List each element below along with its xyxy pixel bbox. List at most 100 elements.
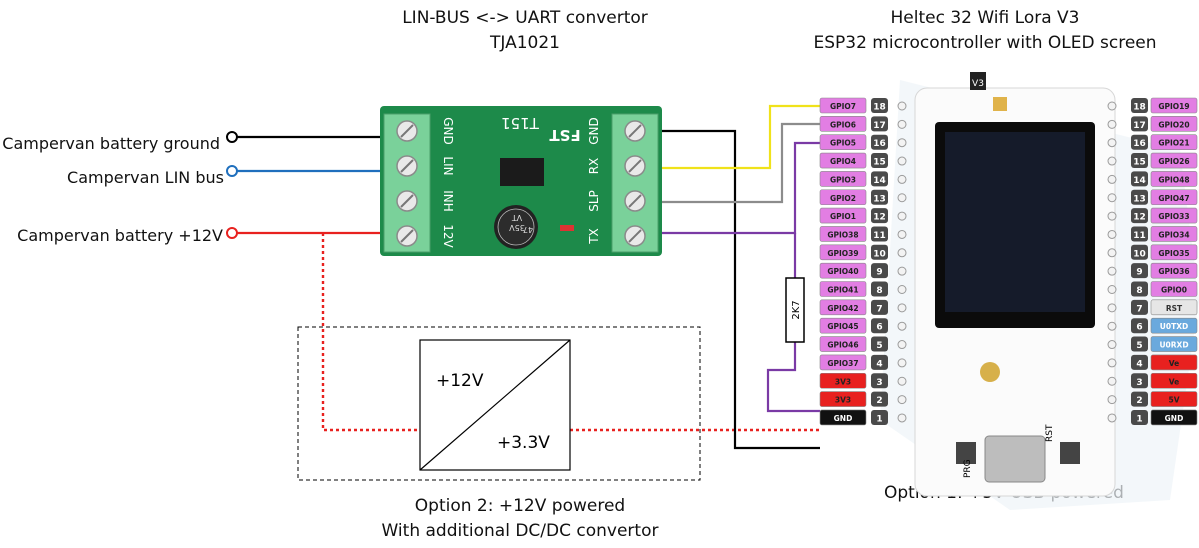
- left-pin-label-box: [819, 317, 867, 334]
- left-pin-number: 6: [876, 323, 882, 333]
- right-pin-number: 18: [1133, 103, 1146, 113]
- right-pin-label: GND: [1165, 414, 1184, 423]
- right-pin-label: U0TXD: [1160, 322, 1188, 331]
- module-left-pin-label: INH: [441, 190, 455, 212]
- wire-slp-gpio6: [655, 122, 820, 204]
- screw-slot: [400, 159, 414, 173]
- left-pin-label: GPIO6: [830, 120, 856, 129]
- left-pin-number-box: [871, 226, 888, 242]
- right-pin-number: 3: [1136, 378, 1142, 388]
- right-pin-label-box: [1150, 134, 1198, 150]
- right-pin-number-box: [1131, 263, 1148, 279]
- terminal-lin: [226, 165, 238, 177]
- capacitor-text-1: 47: [523, 225, 533, 234]
- screw-slot: [628, 229, 642, 243]
- right-pin-number: 2: [1136, 396, 1142, 406]
- left-pin-label: GPIO42: [827, 304, 858, 313]
- left-pin-hole: [897, 340, 907, 350]
- left-pin-label-box: [819, 299, 867, 316]
- right-pin-hole: [1107, 358, 1117, 368]
- right-pin-label: Ve: [1169, 359, 1179, 368]
- prg-label: PRG: [963, 459, 973, 478]
- left-pin-label: GPIO1: [830, 212, 856, 221]
- rst-label: RST: [1045, 424, 1055, 442]
- left-pin-hole: [897, 395, 907, 405]
- right-pin-hole: [1107, 376, 1117, 386]
- right-pin-number-box: [1131, 318, 1148, 334]
- campervan-lin-label: Campervan LIN bus: [67, 168, 224, 187]
- module-left-pin-label: LIN: [441, 156, 455, 175]
- left-pin-label: GPIO46: [827, 341, 858, 350]
- left-pin-label-box: [819, 171, 867, 187]
- left-pin-number: 5: [876, 341, 882, 351]
- right-pin-hole: [1107, 285, 1117, 294]
- right-pin-number: 6: [1136, 323, 1142, 333]
- left-pin-number: 2: [876, 396, 882, 406]
- module-model: T151: [501, 114, 540, 132]
- screw-slot: [628, 124, 642, 138]
- left-pin-label: GPIO3: [830, 175, 856, 184]
- right-pin-label-box: [1150, 391, 1198, 407]
- module-left-pin-label: 12V: [441, 224, 455, 248]
- right-pin-number: 11: [1133, 231, 1146, 241]
- left-pin-number: 17: [873, 121, 886, 131]
- terminal-screws: [396, 120, 646, 247]
- campervan-12v-label: Campervan battery +12V: [17, 226, 223, 245]
- option2-line1: Option 2: +12V powered: [414, 496, 626, 516]
- left-pin-label: GPIO39: [827, 249, 858, 258]
- left-pin-hole: [897, 211, 907, 221]
- left-pin-number: 12: [873, 213, 886, 223]
- right-pin-number-box: [1131, 244, 1148, 260]
- screw-slot: [400, 124, 414, 138]
- right-pin-number-box: [1131, 409, 1148, 425]
- tja1021-chip: [500, 158, 544, 186]
- mcu-title-line2: ESP32 microcontroller with OLED screen: [813, 33, 1157, 53]
- left-pin-number-box: [871, 318, 888, 334]
- crystal: [980, 362, 1000, 382]
- left-pin-hole: [897, 193, 907, 203]
- wire-tx-gpio5: [655, 141, 820, 235]
- left-pin-number-box: [871, 208, 888, 224]
- wire-12v-dcdc-in: [321, 233, 420, 432]
- right-pin-label: GPIO34: [1158, 230, 1189, 239]
- left-pin-number: 18: [873, 103, 886, 113]
- left-pin-label-box: [819, 152, 867, 169]
- right-pin-label-box: [1150, 171, 1198, 187]
- left-pin-label-box: [819, 262, 867, 279]
- left-pin-number-box: [871, 373, 888, 389]
- module-right-pin-label: RX: [587, 158, 601, 175]
- right-pin-hole: [1107, 395, 1117, 405]
- left-pin-label-box: [819, 336, 867, 352]
- lin-convertor-title: LIN-BUS <-> UART convertor TJA1021: [340, 6, 710, 56]
- right-pin-label-box: [1150, 299, 1198, 316]
- left-pin-label: GND: [834, 414, 853, 423]
- right-pin-label: GPIO26: [1158, 157, 1189, 166]
- left-pin-label: GPIO7: [830, 102, 856, 111]
- left-pin-number: 8: [876, 286, 882, 296]
- left-pin-number-box: [871, 171, 888, 187]
- left-pin-label: GPIO5: [830, 139, 856, 148]
- board-version: V3: [972, 79, 984, 89]
- right-pin-label-box: [1150, 372, 1198, 389]
- lin-convertor-title-line1: LIN-BUS <-> UART convertor: [402, 8, 648, 28]
- right-pin-label-box: [1150, 244, 1198, 261]
- left-pin-number: 1: [876, 414, 882, 424]
- right-pin-number-box: [1131, 98, 1148, 113]
- right-pin-label: GPIO36: [1158, 267, 1189, 276]
- right-pin-number: 15: [1133, 158, 1146, 168]
- right-pin-hole: [1107, 229, 1117, 239]
- right-pin-number: 14: [1133, 176, 1146, 186]
- right-pin-label-box: [1150, 189, 1198, 206]
- left-pin-label: GPIO45: [827, 322, 858, 331]
- left-pin-label-box: [819, 372, 867, 389]
- right-pin-number-box: [1131, 391, 1148, 407]
- right-pin-hole: [1107, 174, 1117, 184]
- left-pin-hole: [897, 376, 907, 386]
- right-pin-number-box: [1131, 226, 1148, 242]
- left-pin-number-box: [871, 299, 888, 315]
- left-pin-label: GPIO38: [827, 230, 858, 239]
- left-pin-label-box: [819, 391, 867, 407]
